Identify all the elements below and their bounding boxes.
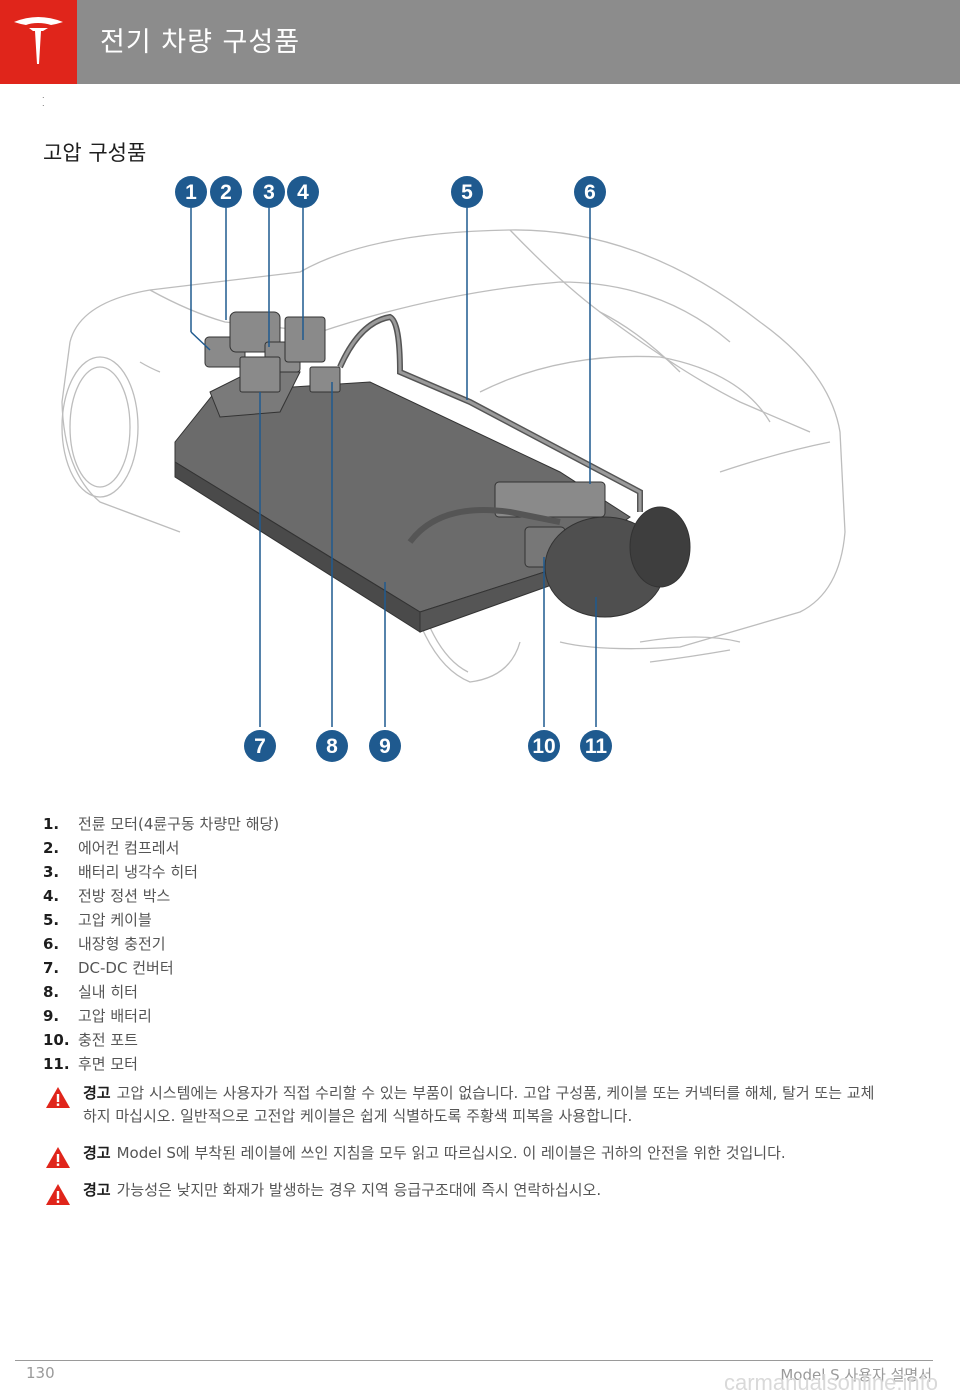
svg-text:6: 6 (584, 181, 596, 204)
callout-3: 3 (253, 176, 285, 208)
page-title: 전기 차량 구성품 (100, 27, 301, 58)
page-number: 130 (26, 1364, 55, 1382)
callout-9: 9 (369, 730, 401, 762)
callout-5: 5 (451, 176, 483, 208)
callout-10: 10 (528, 730, 560, 762)
list-item: 10.충전 포트 (43, 1031, 138, 1049)
logo-box (0, 0, 77, 84)
list-item: 3.배터리 냉각수 히터 (43, 863, 198, 881)
list-item: 1.전륜 모터(4륜구동 차량만 해당) (43, 815, 280, 833)
callout-4: 4 (287, 176, 319, 208)
list-item: 11.후면 모터 (43, 1055, 138, 1073)
list-item: 7.DC-DC 컨버터 (43, 959, 174, 977)
vehicle-diagram: 1 2 3 4 5 6 7 8 9 10 11 (61, 176, 846, 762)
list-item: 9.고압 배터리 (43, 1007, 152, 1025)
footer-divider (15, 1360, 933, 1361)
rear-components (407, 481, 691, 618)
svg-text:9: 9 (379, 735, 391, 758)
list-item: 6.내장형 충전기 (43, 935, 166, 953)
svg-text:1: 1 (185, 181, 197, 204)
front-components (204, 311, 341, 393)
tesla-logo-icon (14, 17, 63, 64)
callout-1: 1 (175, 176, 207, 208)
list-item: 4.전방 정션 박스 (43, 887, 171, 905)
component-list: 1.전륜 모터(4륜구동 차량만 해당) 2.에어컨 컴프레서 3.배터리 냉각… (43, 812, 863, 1076)
svg-text:2: 2 (220, 181, 232, 204)
page-header: 전기 차량 구성품 (0, 0, 960, 84)
svg-text:3: 3 (263, 181, 275, 204)
section-title: 고압 구성품 (43, 141, 147, 165)
callout-6: 6 (574, 176, 606, 208)
svg-text:4: 4 (297, 181, 309, 204)
svg-text:11: 11 (585, 735, 608, 758)
list-item: 5.고압 케이블 (43, 911, 152, 929)
marker-dots: .. (42, 91, 45, 108)
svg-text:10: 10 (532, 735, 555, 758)
svg-text:5: 5 (461, 181, 473, 204)
watermark: carmanualsonline.info (723, 1370, 938, 1395)
warning-triangle-icon (46, 1184, 70, 1205)
callout-7: 7 (244, 730, 276, 762)
manual-name: Model S 사용자 설명서 (780, 1366, 932, 1384)
warning-triangle-icon (46, 1147, 70, 1168)
leader-lines (190, 208, 597, 727)
list-item: 8.실내 히터 (43, 983, 138, 1001)
svg-text:8: 8 (326, 735, 338, 758)
svg-text:7: 7 (254, 735, 266, 758)
callout-8: 8 (316, 730, 348, 762)
callout-11: 11 (580, 730, 612, 762)
callout-2: 2 (210, 176, 242, 208)
list-item: 2.에어컨 컴프레서 (43, 839, 180, 857)
warning-triangle-icon (46, 1087, 70, 1108)
